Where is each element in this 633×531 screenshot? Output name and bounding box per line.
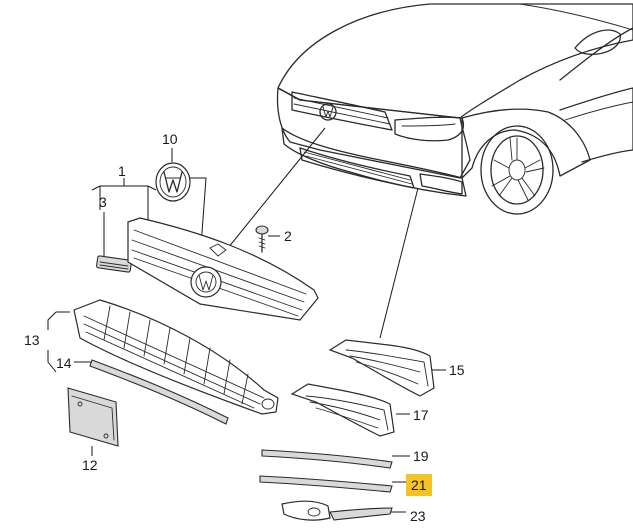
callout-13: 13 (24, 332, 40, 348)
callout-1: 1 (118, 163, 126, 179)
part-15-side-insert (328, 339, 435, 397)
part-19-trim-strip (261, 449, 393, 469)
leader-lines (47, 127, 446, 513)
callout-14: 14 (56, 355, 72, 371)
part-23-lower-trim (281, 500, 393, 521)
callout-10: 10 (162, 131, 178, 147)
car-front-illustration (276, 3, 633, 215)
part-21-trim-strip (259, 475, 393, 493)
callout-12: 12 (82, 457, 98, 473)
callout-15: 15 (449, 362, 465, 378)
part-2-screw (255, 225, 269, 253)
callout-21: 21 (411, 477, 427, 493)
part-1-upper-grille (127, 217, 319, 321)
part-12-plate-bracket (67, 387, 119, 447)
part-17-side-insert (290, 383, 395, 437)
callout-3: 3 (99, 194, 107, 210)
part-3-badge (96, 255, 132, 273)
part-10-emblem (155, 162, 191, 202)
part-14-trim-strip (89, 359, 229, 425)
callout-17: 17 (413, 407, 429, 423)
callout-23: 23 (410, 508, 426, 524)
part-13-lower-grille (73, 299, 279, 415)
highlight-box-21 (406, 474, 432, 496)
callout-2: 2 (284, 228, 292, 244)
callout-19: 19 (413, 448, 429, 464)
